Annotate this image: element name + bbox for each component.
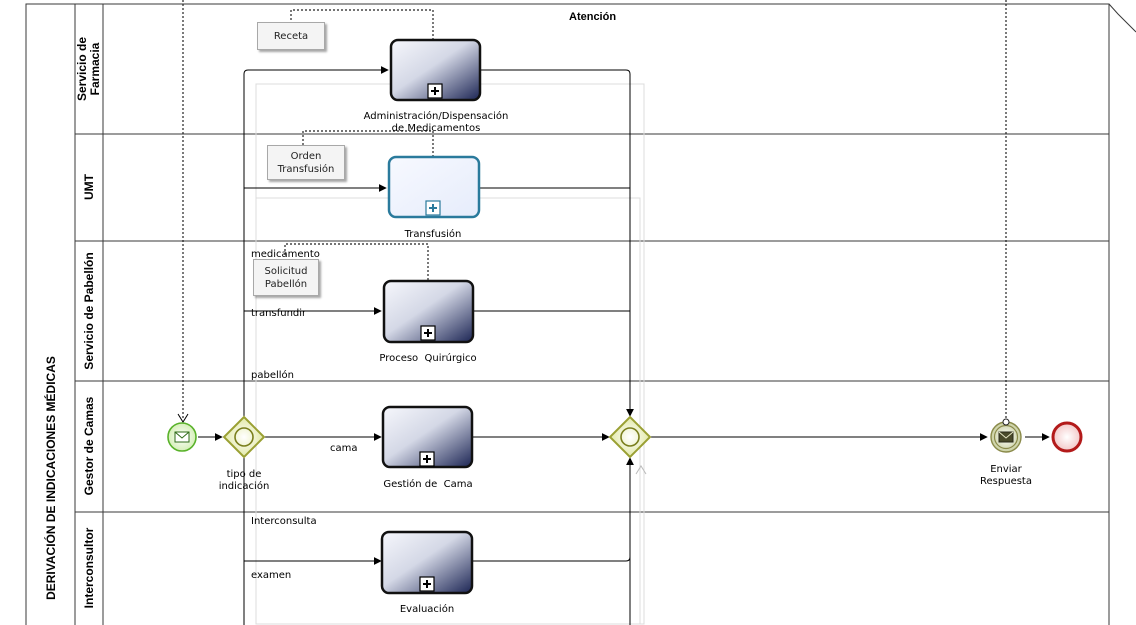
gateway-split-label: tipo de indicación bbox=[218, 469, 270, 492]
task-label-administracion: Administración/Dispensación de Medicamen… bbox=[363, 111, 509, 134]
flow-label-medicamento: medicamento bbox=[251, 249, 320, 260]
phase-title: Atención bbox=[569, 11, 617, 23]
lane-label-umt: UMT bbox=[82, 174, 96, 200]
start-event[interactable] bbox=[167, 422, 197, 452]
task-label-evaluacion: Evaluación bbox=[399, 604, 455, 615]
message-flows bbox=[182, 0, 1007, 420]
lane-label-pabellon: Servicio de Pabellón bbox=[82, 252, 96, 370]
lane-label-camas: Gestor de Camas bbox=[82, 396, 96, 496]
task-label-gestion-cama: Gestión de Cama bbox=[383, 479, 473, 490]
flow-label-examen: examen bbox=[251, 570, 292, 581]
message-arrow-icon bbox=[177, 413, 189, 423]
lane-label-farmacia: Servicio de Farmacia bbox=[75, 36, 102, 102]
task-label-transfusion: Transfusión bbox=[404, 229, 462, 240]
artifact-receta[interactable]: Receta bbox=[257, 22, 325, 50]
gateway-join[interactable] bbox=[608, 415, 652, 459]
gateway-split[interactable] bbox=[222, 415, 266, 459]
task-transfusion[interactable] bbox=[387, 155, 481, 219]
artifact-orden-transfusion[interactable]: Orden Transfusión bbox=[267, 145, 345, 180]
task-administracion[interactable] bbox=[389, 38, 482, 102]
pool-title: DERIVACIÓN DE INDICACIONES MÉDICAS bbox=[44, 356, 58, 600]
intermediate-message-event[interactable] bbox=[990, 418, 1022, 453]
envelope-icon bbox=[998, 431, 1014, 443]
pool bbox=[25, 3, 1136, 625]
task-quirurgico[interactable] bbox=[382, 279, 475, 344]
lane-label-interconsultor: Interconsultor bbox=[82, 527, 96, 609]
task-gestion-cama[interactable] bbox=[381, 405, 474, 469]
enviar-respuesta-label: Enviar Respuesta bbox=[980, 464, 1032, 487]
task-evaluacion[interactable] bbox=[380, 530, 474, 595]
task-label-quirurgico: Proceso Quirúrgico bbox=[379, 353, 477, 364]
flow-label-transfundir: transfundir bbox=[251, 308, 307, 319]
envelope-icon bbox=[174, 431, 190, 443]
flow-label-interconsulta: Interconsulta bbox=[251, 516, 317, 527]
flow-label-pabellon: pabellón bbox=[251, 370, 294, 381]
sequence-flows bbox=[198, 66, 1050, 625]
end-event[interactable] bbox=[1051, 421, 1083, 453]
lane-separators bbox=[75, 133, 1109, 513]
artifact-solicitud-pabellon[interactable]: Solicitud Pabellón bbox=[253, 259, 319, 296]
flow-label-cama: cama bbox=[330, 443, 358, 454]
faint-arrow-icon bbox=[635, 465, 647, 475]
